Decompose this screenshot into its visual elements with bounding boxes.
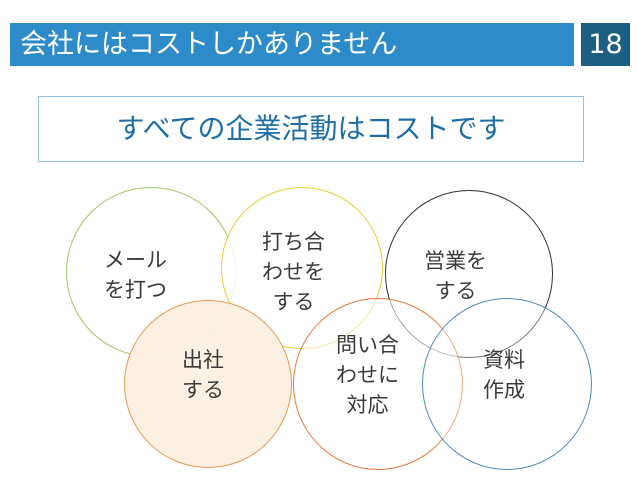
circle-send-email-line-2: を打つ (104, 278, 167, 302)
slide-title: 会社にはコストしかありません (10, 23, 574, 66)
subtitle-box: すべての企業活動はコストです (38, 96, 584, 162)
circle-handle-inquiries-line-2: わせに (336, 363, 399, 387)
circle-meeting-line-1: 打ち合 (262, 230, 325, 254)
page-number: 18 (581, 23, 630, 66)
circle-meeting-line-2: わせを (262, 260, 325, 284)
circle-sales-line-2: する (434, 279, 477, 303)
circle-sales-line-1: 営業を (424, 249, 487, 273)
circle-handle-inquiries-line-1: 問い合 (336, 333, 399, 357)
circle-send-email-line-1: メール (104, 248, 167, 272)
circle-create-documents-line-2: 作成 (483, 378, 525, 402)
circle-go-to-office-line-2: する (182, 378, 224, 402)
circle-create-documents-label: 資料 作成 (483, 345, 525, 405)
circle-sales-label: 営業を する (424, 246, 487, 306)
circle-send-email-label: メール を打つ (104, 245, 167, 305)
circle-go-to-office-line-1: 出社 (182, 348, 224, 372)
circle-meeting-label: 打ち合 わせを する (262, 227, 325, 317)
circle-handle-inquiries-label: 問い合 わせに 対応 (336, 330, 399, 420)
circle-handle-inquiries-line-3: 対応 (346, 393, 389, 417)
circle-create-documents (422, 298, 592, 470)
circle-go-to-office-label: 出社 する (182, 345, 224, 405)
circle-meeting-line-3: する (272, 290, 315, 314)
circle-go-to-office (124, 300, 292, 468)
circle-create-documents-line-1: 資料 (483, 348, 525, 372)
